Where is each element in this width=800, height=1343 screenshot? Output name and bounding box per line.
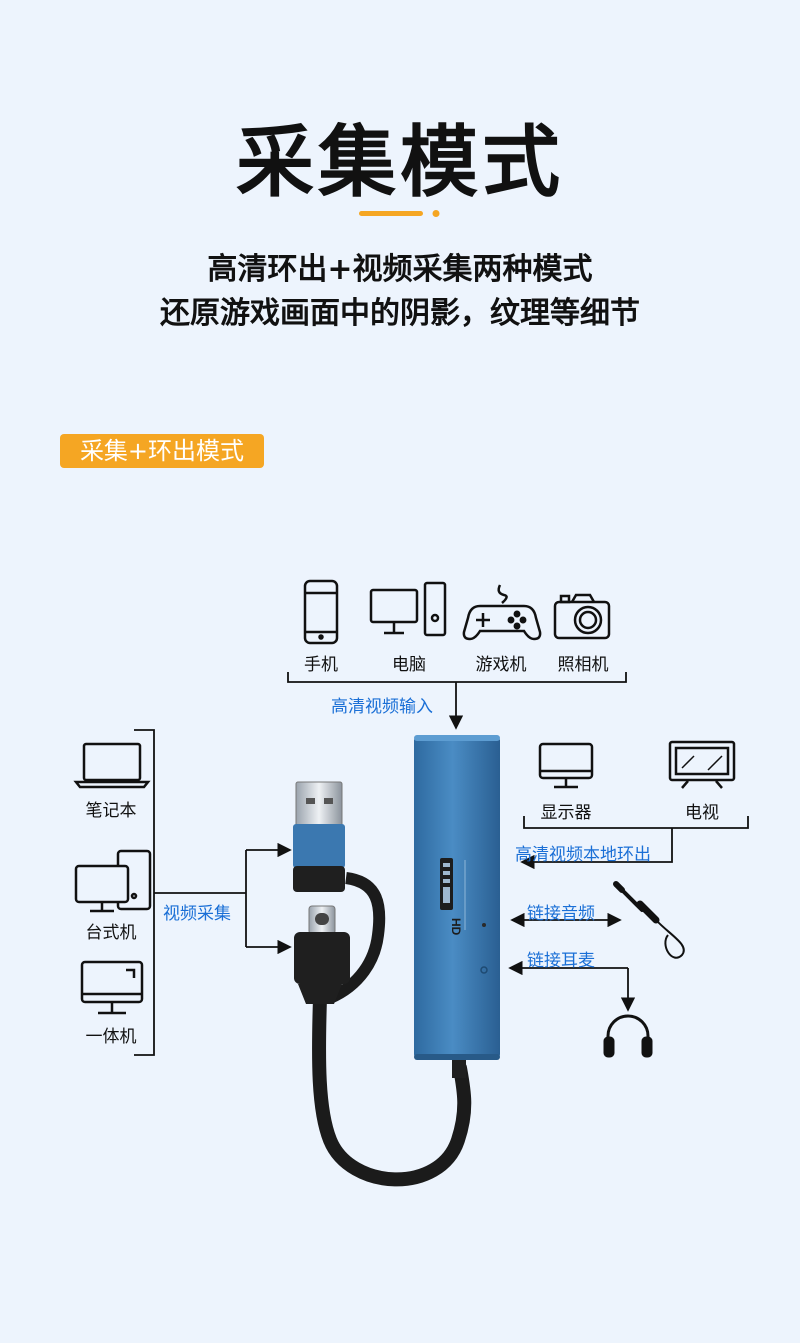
host-label-laptop: 笔记本: [76, 796, 146, 821]
audio-label: 链接音频: [527, 899, 595, 924]
tv-icon: [670, 742, 734, 788]
monitor-icon: [540, 744, 592, 787]
headset-label: 链接耳麦: [527, 946, 595, 971]
loop-out-label: 高清视频本地环出: [515, 840, 651, 865]
input-label-console: 游戏机: [466, 650, 536, 675]
desktop-icon: [76, 851, 150, 911]
input-label-computer: 电脑: [384, 650, 434, 675]
gamepad-icon: [464, 585, 540, 639]
input-label-phone: 手机: [296, 650, 346, 675]
laptop-icon: [76, 744, 148, 787]
host-label-desktop: 台式机: [76, 918, 146, 943]
capture-label: 视频采集: [163, 899, 231, 924]
headphones-icon: [605, 1016, 651, 1056]
host-label-all-in-one: 一体机: [76, 1022, 146, 1047]
capture-hub-device: HD: [414, 735, 500, 1078]
phone-icon: [305, 581, 337, 643]
output-label-tv: 电视: [667, 798, 737, 823]
camera-icon: [555, 595, 609, 638]
hd-input-label: 高清视频输入: [331, 692, 433, 717]
hub-brand-mark: HD: [449, 918, 463, 936]
all-in-one-icon: [82, 962, 142, 1013]
usb-a-connector: [293, 782, 345, 892]
input-label-camera: 照相机: [548, 650, 618, 675]
desktop-tower-icon: [371, 583, 445, 635]
output-label-monitor: 显示器: [531, 798, 601, 823]
audio-jack-icon: [616, 884, 684, 958]
